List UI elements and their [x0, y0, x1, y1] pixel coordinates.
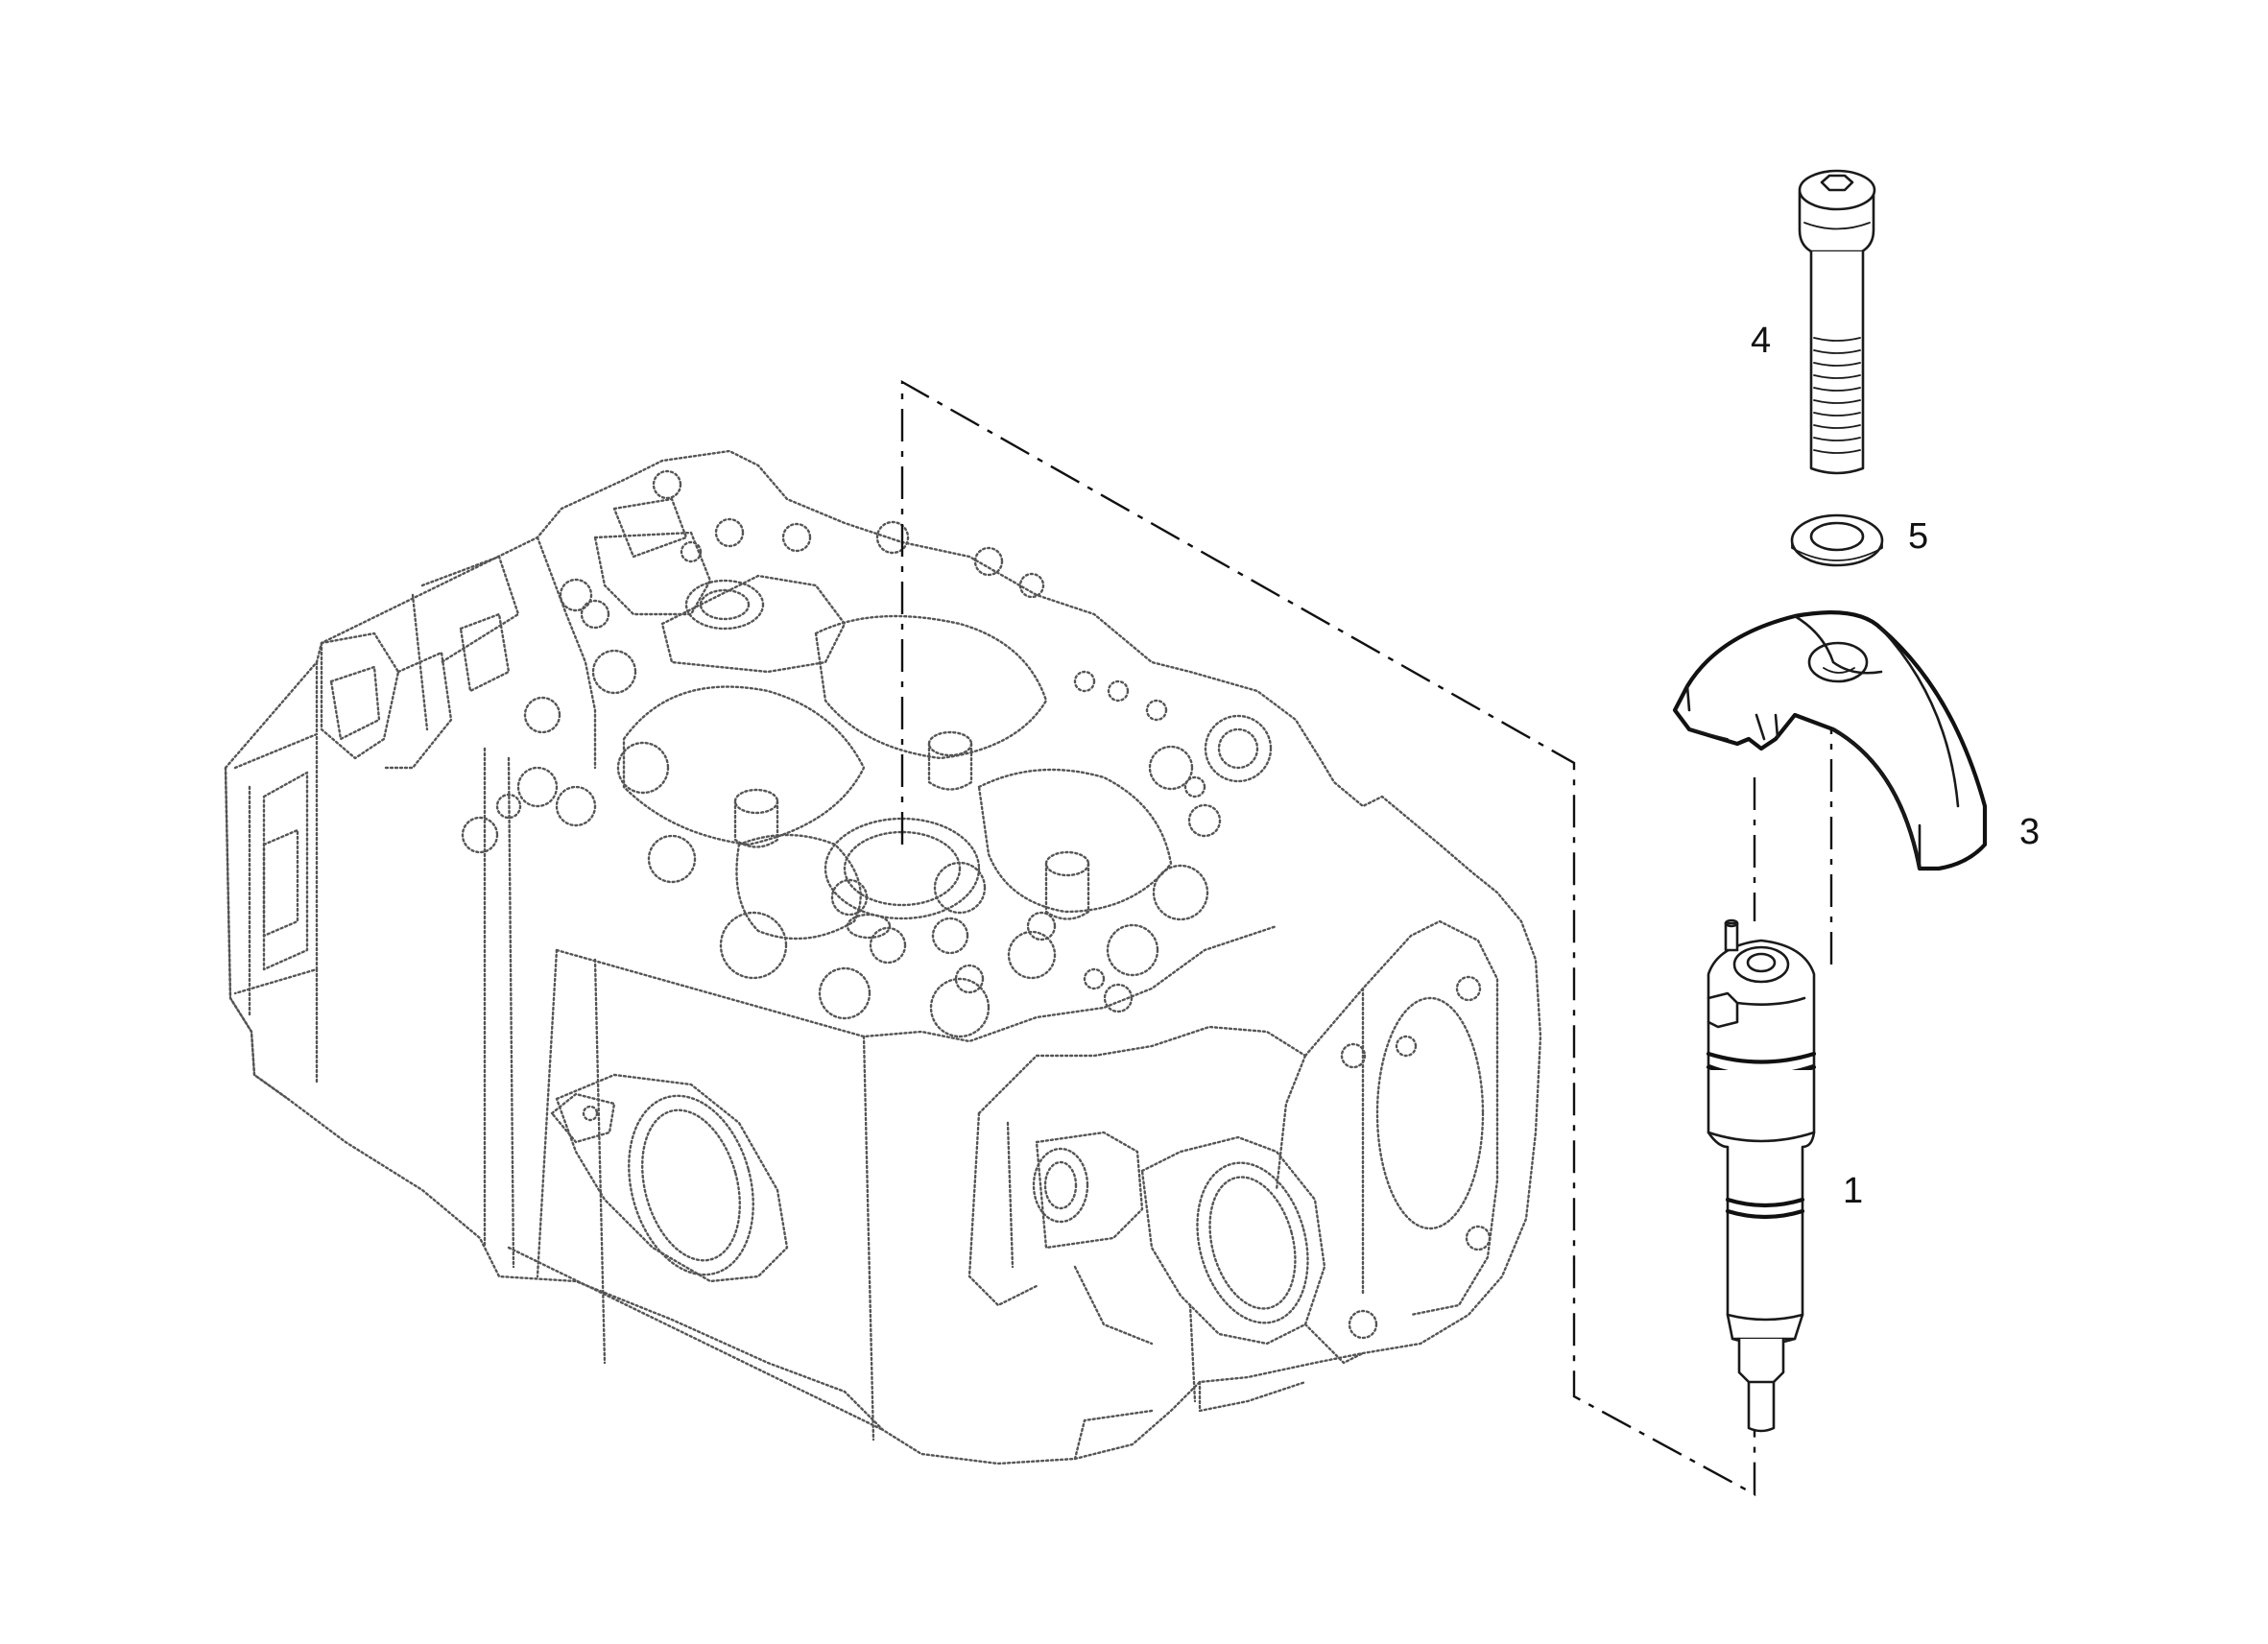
part-number-3: 3 — [2019, 812, 2041, 852]
part-number-1: 1 — [1843, 1171, 1864, 1211]
assembly-axis-lines — [900, 379, 1833, 1497]
part-number-4: 4 — [1751, 321, 1772, 361]
cylinder-head-drawing — [224, 449, 1542, 1465]
injector-clamp-drawing — [1672, 610, 1988, 871]
cap-screw-drawing — [1798, 169, 1876, 475]
fuel-injector-drawing — [1706, 918, 1817, 1433]
part-number-5: 5 — [1908, 516, 1929, 557]
washer-drawing — [1790, 513, 1884, 567]
